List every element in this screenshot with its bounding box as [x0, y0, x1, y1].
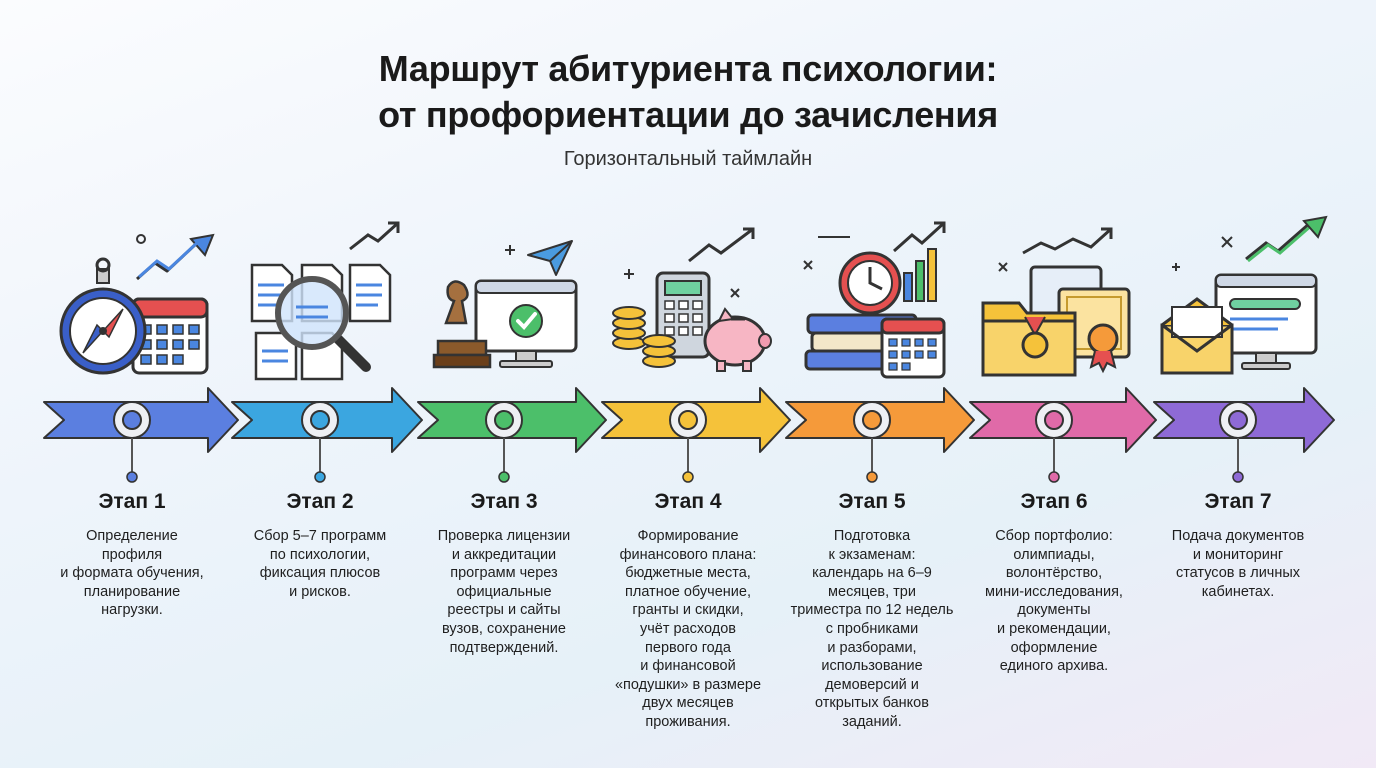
envelope-monitor-icon	[1158, 215, 1338, 385]
stage-4-label: Этап 4	[654, 490, 722, 513]
documents-magnifier-icon	[232, 215, 412, 385]
stage-7-line: Подача документов	[1171, 528, 1305, 544]
stage-6-line: олимпиады,	[1013, 546, 1095, 563]
stage-1-label: Этап 1	[98, 490, 166, 513]
stage-1-line: Определение	[86, 528, 178, 544]
page-title-line-1: Маршрут абитуриента психологии:	[378, 48, 998, 89]
stage-5-line: Подготовка	[833, 528, 911, 544]
stage-2-line: и рисков.	[289, 583, 351, 600]
page-subtitle: Горизонтальный таймлайн	[563, 148, 813, 170]
folder-certificate-medal-icon	[975, 215, 1155, 385]
stage-5-line: заданий.	[842, 713, 902, 730]
stage-4-line: финансового плана:	[619, 546, 757, 563]
stage-3-line: программ через	[450, 565, 558, 582]
stage-2-label: Этап 2	[286, 490, 354, 513]
stage-4-line: бюджетные места,	[625, 565, 751, 582]
stage-3-line: подтверждений.	[449, 639, 559, 656]
stage-4-line: проживания.	[645, 713, 731, 730]
stage-4-line: учёт расходов	[640, 620, 736, 637]
stage-5-line: к экзаменам:	[828, 546, 916, 563]
stage-6-description: Сбор портфолио: олимпиады, волонтёрство,…	[964, 527, 1144, 676]
stage-2-line: фиксация плюсов	[259, 565, 381, 582]
stage-5-line: использование	[821, 658, 923, 675]
calculator-coins-piggybank-icon	[605, 215, 785, 385]
stage-4-line: гранты и скидки,	[632, 602, 744, 619]
stage-6-line: оформление	[1010, 639, 1098, 656]
stage-5-line: триместра по 12 недель	[790, 602, 954, 619]
stage-5-label: Этап 5	[838, 490, 906, 513]
stage-5-line: с пробниками	[825, 620, 919, 637]
compass-calendar-icon	[45, 215, 225, 385]
stage-4-line: «подушки» в размере	[614, 676, 762, 693]
stage-3-line: и аккредитации	[451, 546, 557, 563]
stage-3-line: реестры и сайты	[447, 602, 561, 619]
page-title-line-2: от профориентации до зачисления	[378, 94, 998, 135]
stage-7-line: статусов в личных	[1175, 565, 1301, 582]
node-connectors	[126, 438, 1244, 483]
stage-4-line: платное обучение,	[625, 583, 751, 600]
stage-6-line: Сбор портфолио:	[995, 528, 1113, 544]
stage-1-line: нагрузки.	[101, 602, 163, 619]
stage-6-line: и рекомендации,	[997, 620, 1111, 637]
stage-4-line: и финансовой	[640, 658, 736, 675]
stage-6-line: волонтёрство,	[1005, 565, 1103, 582]
stage-5-line: месяцев, три	[828, 583, 916, 600]
stage-2-line: Сбор 5–7 программ	[253, 528, 387, 544]
stage-1-description: Определение профиля и формата обучения, …	[42, 527, 222, 620]
stage-7-label: Этап 7	[1204, 490, 1272, 513]
stage-6-label: Этап 6	[1020, 490, 1088, 513]
stage-5-description: Подготовка к экзаменам: календарь на 6–9…	[782, 527, 962, 732]
stage-3-line: Проверка лицензии	[437, 528, 571, 544]
stage-7-line: кабинетах.	[1201, 583, 1275, 600]
stage-5-line: календарь на 6–9	[812, 565, 932, 582]
stage-7-line: и мониторинг	[1192, 546, 1284, 563]
stage-4-line: двух месяцев	[642, 695, 734, 712]
stage-1-line: и формата обучения,	[60, 565, 204, 582]
stage-2-line: по психологии,	[269, 546, 371, 563]
timeline-band	[43, 387, 1335, 453]
stage-3-line: официальные	[456, 583, 552, 600]
stamp-monitor-check-icon	[420, 215, 600, 385]
stage-3-label: Этап 3	[470, 490, 538, 513]
stage-5-line: демоверсий и	[825, 676, 919, 693]
stage-6-line: мини-исследования,	[985, 583, 1123, 600]
stage-3-line: вузов, сохранение	[442, 620, 566, 637]
stage-6-line: единого архива.	[999, 658, 1109, 675]
stage-7-description: Подача документов и мониторинг статусов …	[1148, 527, 1328, 601]
stage-5-line: и разборами,	[827, 639, 917, 656]
books-clock-calendar-icon	[790, 215, 970, 385]
stage-5-line: открытых банков	[815, 695, 929, 712]
stage-4-line: Формирование	[637, 528, 739, 544]
stage-1-line: профиля	[101, 546, 163, 563]
stage-1-line: планирование	[83, 583, 181, 600]
stage-2-description: Сбор 5–7 программ по психологии, фиксаци…	[230, 527, 410, 601]
stage-6-line: документы	[1017, 602, 1091, 619]
stage-3-description: Проверка лицензии и аккредитации програм…	[414, 527, 594, 657]
stage-4-line: первого года	[645, 639, 731, 656]
stage-4-description: Формирование финансового плана: бюджетны…	[598, 527, 778, 732]
